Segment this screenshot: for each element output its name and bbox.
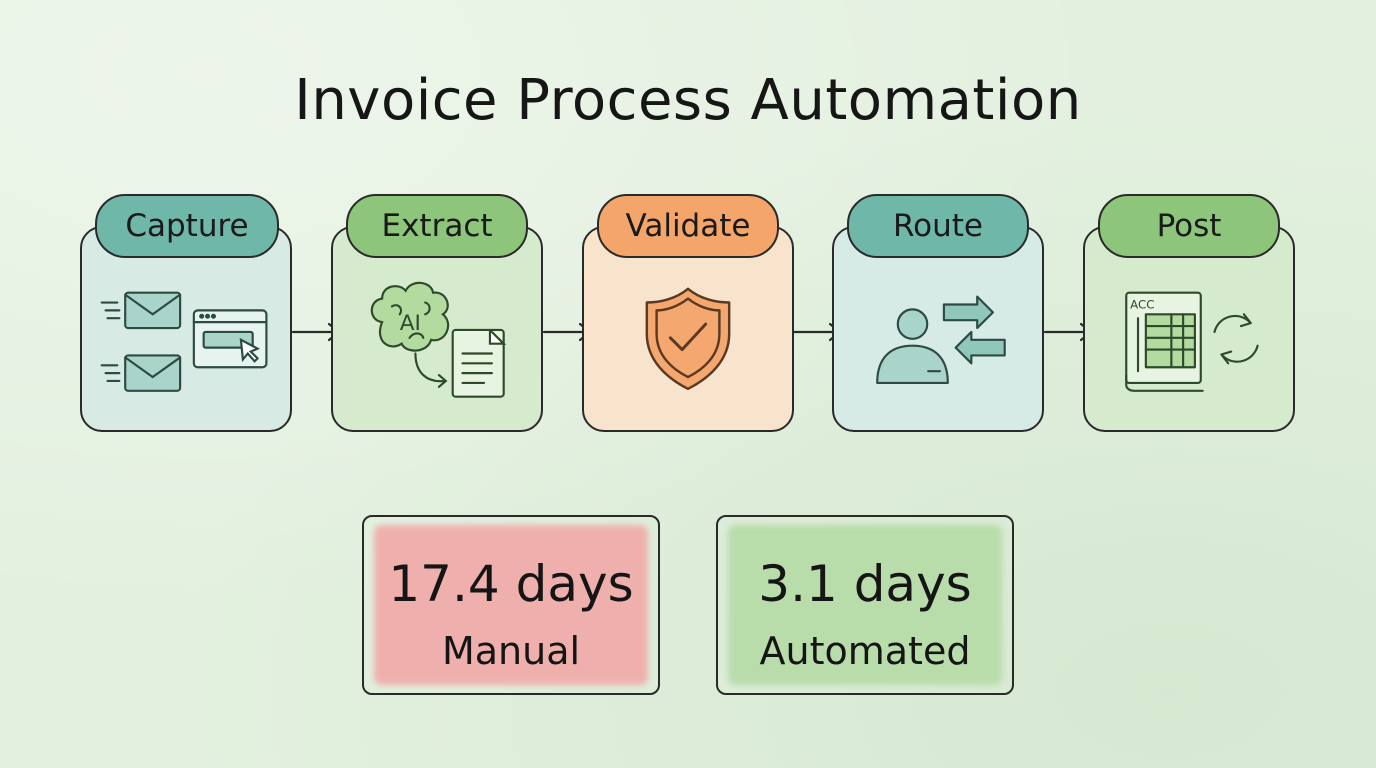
step-pill-extract: Extract — [346, 194, 528, 258]
stat-label-automated: Automated — [759, 629, 971, 673]
acc-label: ACC — [1130, 297, 1154, 311]
step-card-validate — [582, 226, 794, 432]
stat-card-automated: 3.1 days Automated — [716, 515, 1014, 695]
stat-wash — [728, 525, 1002, 685]
shield-check-icon — [645, 287, 731, 391]
stat-label-manual: Manual — [441, 629, 581, 673]
step-pill-route: Route — [847, 194, 1029, 258]
stat-value-manual: 17.4 days — [388, 555, 634, 613]
stat-card-manual: 17.4 days Manual — [362, 515, 660, 695]
ai-brain-document-icon: AI — [370, 281, 507, 398]
ai-label: AI — [400, 311, 421, 336]
step-pill-validate: Validate — [597, 194, 779, 258]
ledger-sync-icon: ACC — [1125, 291, 1259, 392]
step-pill-post: Post — [1098, 194, 1280, 258]
step-card-capture — [80, 226, 292, 432]
stat-wash — [374, 525, 648, 685]
step-card-post: ACC — [1083, 226, 1295, 432]
step-card-route — [832, 226, 1044, 432]
email-capture-icon — [100, 291, 268, 392]
stat-value-automated: 3.1 days — [758, 555, 972, 613]
step-pill-capture: Capture — [95, 194, 279, 258]
page-title: Invoice Process Automation — [294, 68, 1082, 133]
user-route-icon — [876, 295, 1006, 385]
